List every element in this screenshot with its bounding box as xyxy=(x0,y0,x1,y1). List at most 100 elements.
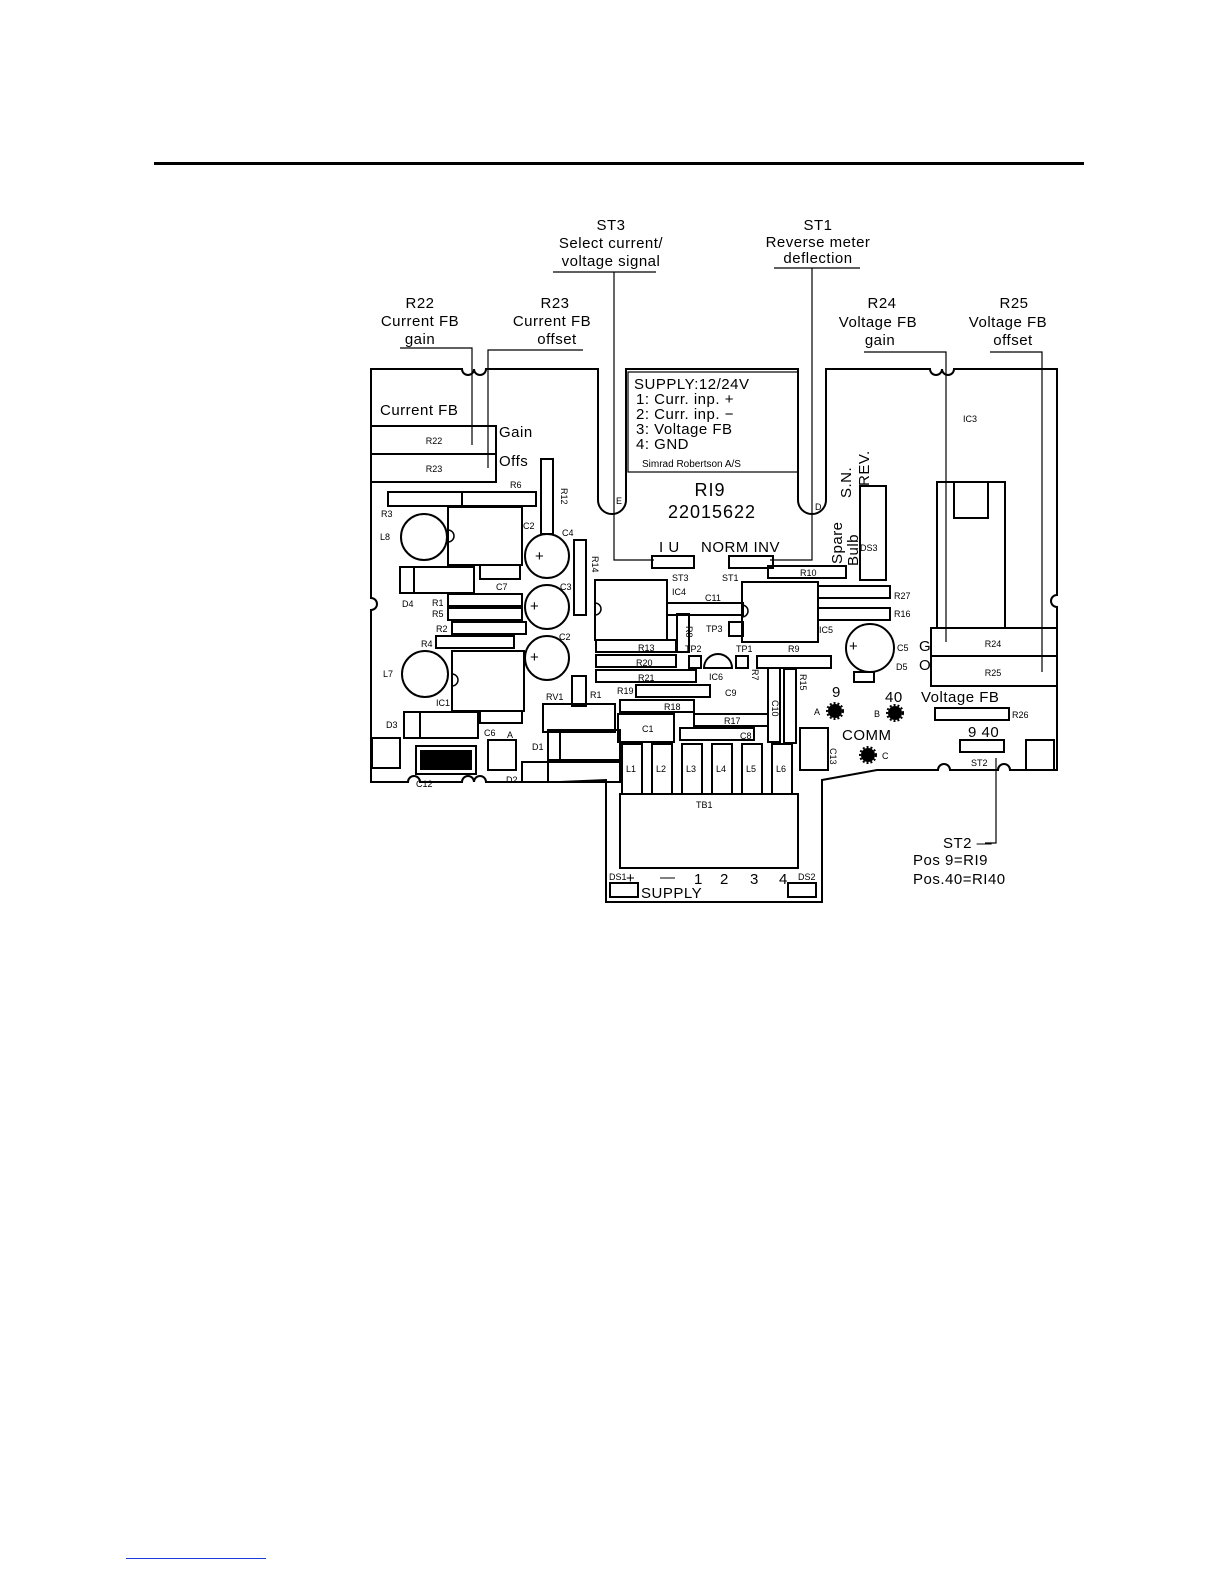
diagram-label: 2 xyxy=(720,871,729,888)
spare-label: Spare xyxy=(829,521,846,564)
diagram-label: Simrad Robertson A/S xyxy=(642,459,741,470)
component-label-d1: D1 xyxy=(532,742,544,752)
component-label-ic1: IC1 xyxy=(436,698,450,708)
component-label-l7: L7 xyxy=(383,669,393,679)
diagram-label: Current FB xyxy=(513,313,591,330)
component-label-l3: L3 xyxy=(686,764,696,774)
component-label-c13: C13 xyxy=(828,748,838,765)
component-label-r16: R16 xyxy=(894,609,911,619)
callout-r24: R24 Voltage FB gain xyxy=(839,295,947,642)
diagram-label: 3: Voltage FB xyxy=(636,421,733,438)
diagram-label: R22 xyxy=(405,295,434,312)
component-label-r24: R24 xyxy=(985,639,1002,649)
diagram-label: 4 xyxy=(779,871,788,888)
component-label-l4: L4 xyxy=(716,764,726,774)
component-label-r21: R21 xyxy=(638,673,655,683)
component-label-d5: D5 xyxy=(896,662,908,672)
component-label-d4: D4 xyxy=(402,599,414,609)
diagram-label: 22015622 xyxy=(668,502,756,522)
diagram-label: Pos.40=RI40 xyxy=(913,871,1006,888)
component-label-r22: R22 xyxy=(426,436,443,446)
diagram-label: + xyxy=(535,548,544,565)
diagram-label: 4: GND xyxy=(636,436,689,453)
callout-r23: R23 Current FB offset xyxy=(487,295,591,468)
diagram-label: 40 xyxy=(885,689,903,706)
component-label-l5: L5 xyxy=(746,764,756,774)
header-rule xyxy=(154,162,1084,165)
component-label-r4: R4 xyxy=(421,639,433,649)
diagram-label: B xyxy=(874,709,880,719)
diagram-label: G xyxy=(919,638,931,655)
diagram-label: Pos 9=RI9 xyxy=(913,852,988,869)
component-label-l8: L8 xyxy=(380,532,390,542)
diagram-label: offset xyxy=(537,331,577,348)
diagram-label: R24 xyxy=(867,295,896,312)
component-label-c11: C11 xyxy=(705,593,721,603)
component-label-c2: C2 xyxy=(523,521,535,531)
component-label-r9: R9 xyxy=(788,644,800,654)
component-label-c4: C4 xyxy=(562,528,574,538)
footnote-rule xyxy=(126,1558,266,1559)
component-label-ic3: IC3 xyxy=(963,414,977,424)
component-label-l2: L2 xyxy=(656,764,666,774)
gain-label: Gain xyxy=(499,424,533,441)
bulb-label: Bulb xyxy=(845,534,862,566)
diagram-label: gain xyxy=(865,332,895,349)
component-label-c8: C8 xyxy=(740,731,752,741)
component-label-r15: R15 xyxy=(798,674,808,691)
diagram-label: Select current/ xyxy=(559,235,664,252)
i-u-label: I U xyxy=(659,539,680,556)
component-label-c10: C10 xyxy=(770,700,780,717)
supply-label: SUPPLY xyxy=(641,885,702,902)
component-label-r7: R7 xyxy=(750,669,760,681)
component-label-r13: R13 xyxy=(638,643,655,653)
diagram-label: deflection xyxy=(783,250,852,267)
component-label-r2: R2 xyxy=(436,624,448,634)
callout-r25: R25 Voltage FB offset xyxy=(969,295,1047,672)
diagram-label: voltage signal xyxy=(562,253,661,270)
component-label-r8: R8 xyxy=(684,626,694,638)
component-label-ds1: DS1 xyxy=(609,872,627,882)
component-label-tp2: TP2 xyxy=(685,644,702,654)
component-label-ds2: DS2 xyxy=(798,872,816,882)
component-label-r19: R19 xyxy=(617,686,634,696)
component-label-r27: R27 xyxy=(894,591,911,601)
callout-r22: R22 Current FB gain xyxy=(381,295,473,445)
component-label-r20: R20 xyxy=(636,658,653,668)
component-label-st1: ST1 xyxy=(722,573,739,583)
diagram-label: ST1 xyxy=(803,217,832,234)
component-label-c1: C1 xyxy=(642,724,654,734)
component-label-r23: R23 xyxy=(426,464,443,474)
comm-label: COMM xyxy=(842,727,892,744)
component-label-ic4: IC4 xyxy=(672,587,686,597)
component-label-d3: D3 xyxy=(386,720,398,730)
diagram-label: Voltage FB xyxy=(969,314,1047,331)
diagram-label: 1 xyxy=(694,871,703,888)
offs-label: Offs xyxy=(499,453,528,470)
diagram-label: Reverse meter xyxy=(766,234,871,251)
diagram-label: A xyxy=(507,730,513,740)
component-label-c2b: C2 xyxy=(559,632,571,642)
component-label-st2: ST2 xyxy=(971,758,988,768)
diagram-label: Voltage FB xyxy=(839,314,917,331)
component-label-c6: C6 xyxy=(484,728,496,738)
component-label-r5: R5 xyxy=(432,609,444,619)
component-label-r10: R10 xyxy=(800,568,817,578)
norm-inv-label: NORM INV xyxy=(701,539,780,556)
callout-st3: ST3 Select current/ voltage signal xyxy=(553,217,664,561)
component-label-r6: R6 xyxy=(510,480,522,490)
component-label-r26: R26 xyxy=(1012,710,1029,720)
component-label-r1b: R1 xyxy=(590,690,602,700)
component-label-r17: R17 xyxy=(724,716,741,726)
diagram-label: 3 xyxy=(750,871,759,888)
diagram-label: RI9 xyxy=(694,480,725,500)
notch-d-label: D xyxy=(815,502,822,512)
component-label-r3: R3 xyxy=(381,509,393,519)
diagram-label: SUPPLY:12/24V xyxy=(634,376,749,393)
component-label-c12: C12 xyxy=(416,779,433,789)
diagram-label: + xyxy=(626,870,635,887)
component-label-c3: C3 xyxy=(560,582,572,592)
diagram-label: offset xyxy=(993,332,1033,349)
component-label-r1a: R1 xyxy=(432,598,444,608)
